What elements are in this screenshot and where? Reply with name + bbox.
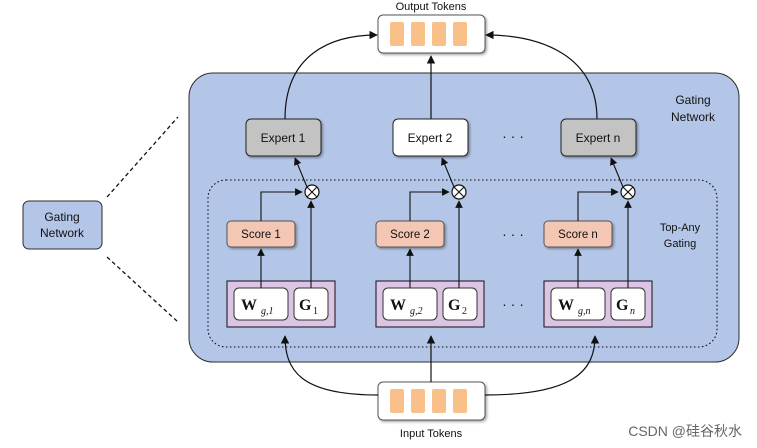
- expert-n-box: [560, 118, 637, 157]
- output-token: [453, 22, 467, 46]
- g-matrix-2: [442, 287, 478, 321]
- arrow-mult-2-to-expert: [441, 157, 455, 188]
- expert-1-box: [245, 118, 322, 157]
- expert-column-n: Expert n Score n W g,n G n: [543, 118, 653, 328]
- input-tokens-box: [377, 381, 486, 421]
- arrow-input-to-group-1: [280, 335, 379, 396]
- output-token: [411, 22, 425, 46]
- input-token: [453, 389, 467, 413]
- arrow-score-n-to-mult: [577, 188, 619, 221]
- w-subscript-1: g,1: [261, 306, 274, 317]
- ellipsis-params: · · ·: [502, 296, 524, 312]
- expert-1-label: Expert 1: [261, 131, 306, 145]
- w-symbol-1: W: [241, 297, 257, 314]
- expert-column-2: Expert 2 Score 2 W g,2 G 2: [375, 118, 485, 328]
- g-symbol-n: G: [616, 297, 629, 314]
- g-subscript-2: 2: [462, 306, 467, 317]
- score-1-label: Score 1: [241, 229, 281, 241]
- expert-2-label: Expert 2: [408, 131, 453, 145]
- score-n-label: Score n: [558, 229, 598, 241]
- side-gating-network-box: [22, 200, 103, 250]
- multiply-icon: [622, 186, 634, 198]
- w-subscript-n: g,n: [578, 306, 591, 317]
- input-token: [390, 389, 404, 413]
- w-subscript-2: g,2: [410, 306, 423, 317]
- arrow-expert-n-to-output: [485, 30, 598, 120]
- top-any-gating-label-1: Top-Any: [660, 222, 701, 234]
- output-tokens-box: [377, 14, 486, 54]
- g-subscript-1: 1: [313, 306, 318, 317]
- output-token: [390, 22, 404, 46]
- w-symbol-2: W: [390, 297, 406, 314]
- expert-2-box: [392, 118, 469, 157]
- g-symbol-2: G: [448, 297, 461, 314]
- arrow-score-1-to-mult: [260, 188, 303, 221]
- top-any-gating-label-2: Gating: [664, 238, 696, 250]
- arrow-input-to-group-n: [484, 335, 600, 396]
- multiply-icon: [453, 186, 465, 198]
- side-gating-label-2: Network: [40, 226, 85, 240]
- gating-network-label-1: Gating: [675, 93, 710, 107]
- input-token: [411, 389, 425, 413]
- g-symbol-1: G: [299, 297, 312, 314]
- expert-column-1: Expert 1 Score 1 W g,1 G 1: [226, 118, 336, 328]
- g-subscript-n: n: [630, 306, 635, 317]
- zoom-line-bottom: [106, 256, 179, 323]
- side-gating-label-1: Gating: [44, 210, 79, 224]
- input-tokens-label: Input Tokens: [400, 428, 463, 440]
- top-any-gating-region: [207, 179, 718, 348]
- input-token: [432, 389, 446, 413]
- w-symbol-n: W: [558, 297, 574, 314]
- arrow-mult-n-to-expert: [610, 157, 624, 188]
- output-tokens-label: Output Tokens: [396, 1, 467, 13]
- expert-n-label: Expert n: [576, 131, 621, 145]
- ellipsis-scores: · · ·: [502, 226, 524, 242]
- gating-network-label-2: Network: [671, 110, 716, 124]
- arrow-expert-1-to-output: [284, 30, 378, 120]
- arrow-mult-1-to-expert: [294, 157, 308, 188]
- zoom-line-top: [106, 116, 179, 198]
- score-2-label: Score 2: [390, 229, 430, 241]
- arrow-score-2-to-mult: [409, 188, 450, 221]
- output-token: [432, 22, 446, 46]
- watermark: CSDN @硅谷秋水: [628, 423, 742, 439]
- multiply-icon: [306, 186, 318, 198]
- ellipsis-experts: · · ·: [502, 128, 524, 144]
